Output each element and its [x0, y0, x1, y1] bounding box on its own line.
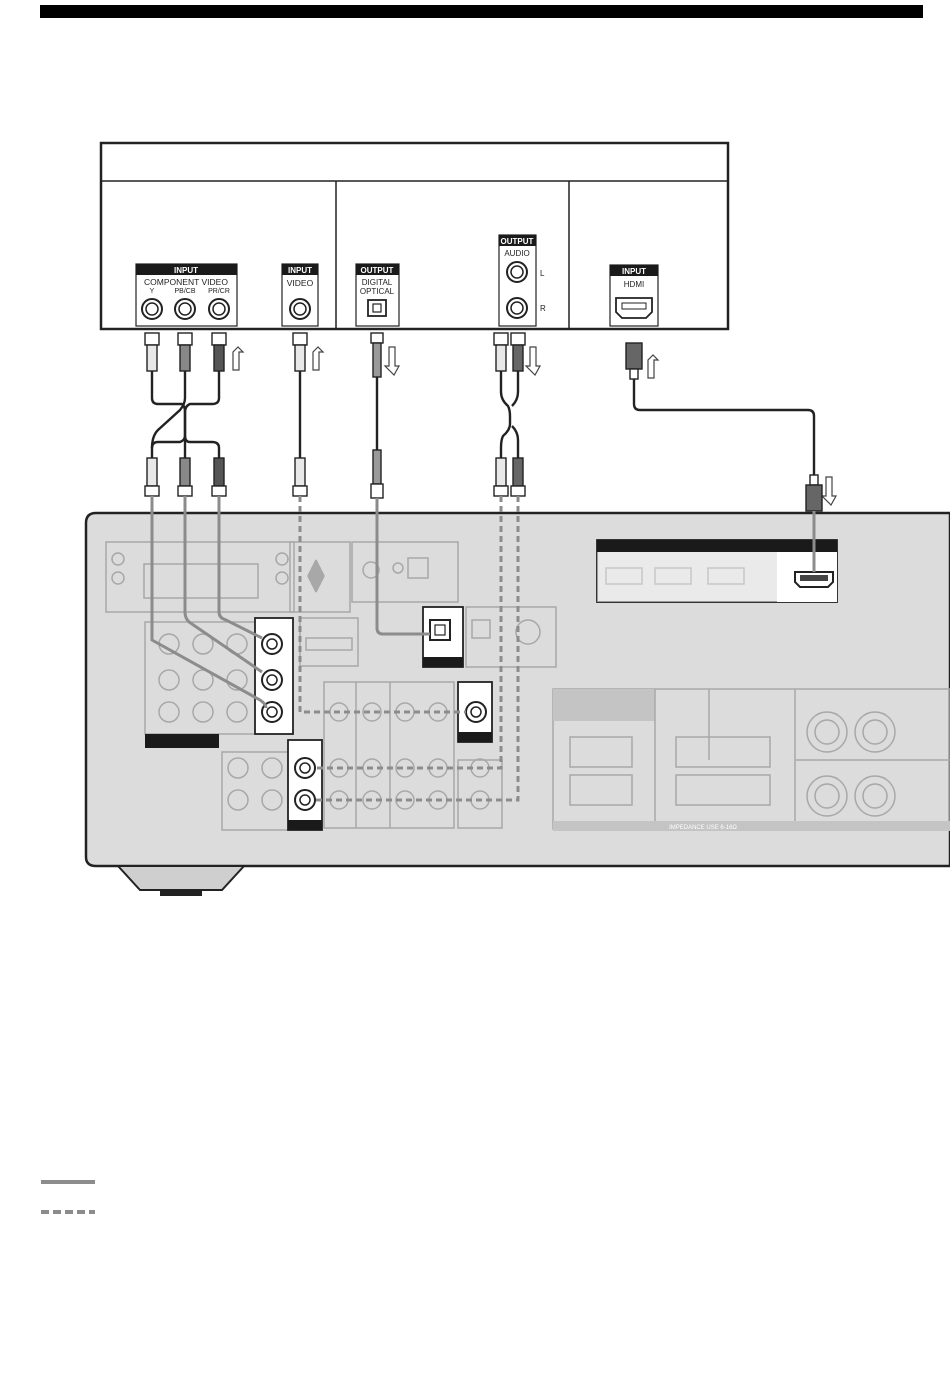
optical-plug-bottom [371, 450, 383, 498]
digital-optical-output: OUTPUT DIGITAL OPTICAL [356, 264, 399, 326]
component-input-tag: INPUT [174, 266, 198, 275]
device-panels: INPUT COMPONENT VIDEO Y PB/CB PR/CR INPU… [101, 143, 728, 329]
rca-jack-audio-l[interactable] [507, 262, 527, 282]
receiver-video-input [458, 682, 492, 742]
receiver-jack-video[interactable] [466, 702, 486, 722]
rca-jack-audio-r[interactable] [507, 298, 527, 318]
hdmi-cable [634, 379, 814, 475]
speaker-impedance-note: IMPEDANCE USE 6-16Ω [669, 825, 737, 831]
rca-jack-pb[interactable] [175, 299, 195, 319]
receiver-optical-jack[interactable] [430, 620, 450, 640]
hdmi-input-tag: INPUT [622, 267, 646, 276]
receiver-jack-audio-l[interactable] [295, 758, 315, 778]
component-pr-label: PR/CR [208, 288, 230, 295]
arrow-down-icon [526, 347, 540, 375]
optical-label-digital: DIGITAL [362, 278, 393, 287]
rca-jack-video[interactable] [290, 299, 310, 319]
component-y-label: Y [150, 288, 155, 295]
rca-jack-y[interactable] [142, 299, 162, 319]
video-input-tag: INPUT [288, 266, 312, 275]
receiver-optical-input [423, 607, 463, 667]
component-label: COMPONENT VIDEO [144, 277, 228, 287]
rca-plug-group-component-lower [145, 458, 226, 496]
video-input: INPUT VIDEO [282, 264, 318, 326]
audio-l-label: L [540, 269, 545, 278]
rca-jack-pr[interactable] [209, 299, 229, 319]
video-label: VIDEO [287, 278, 314, 288]
optical-plug-top [371, 333, 383, 377]
rca-plug-video [293, 333, 307, 371]
arrow-up-icon [648, 355, 658, 378]
receiver-jack-component-y[interactable] [262, 634, 282, 654]
arrow-up-icon [313, 347, 323, 370]
audio-r-label: R [540, 304, 546, 313]
receiver-component-input [255, 618, 293, 734]
rca-plug-group-audio-lower [494, 458, 525, 496]
arrow-down-icon [385, 347, 399, 375]
component-cable [152, 371, 219, 458]
optical-label-optical: OPTICAL [360, 287, 395, 296]
optical-jack[interactable] [368, 300, 386, 316]
receiver-jack-component-pb[interactable] [262, 670, 282, 690]
rca-plug-group-audio [494, 333, 525, 371]
signal-direction-arrows [233, 347, 836, 505]
hdmi-input: INPUT HDMI [610, 265, 658, 326]
hdmi-label: HDMI [624, 280, 644, 289]
receiver-jack-audio-r[interactable] [295, 790, 315, 810]
arrow-down-icon [822, 477, 836, 505]
hdmi-port[interactable] [616, 298, 652, 318]
audio-label: AUDIO [504, 249, 529, 258]
optical-output-tag: OUTPUT [361, 266, 394, 275]
rca-plug-group-component [145, 333, 226, 371]
receiver-hdmi-section [597, 540, 837, 602]
receiver-foot [118, 866, 244, 890]
component-pb-label: PB/CB [174, 288, 195, 295]
receiver-audio-input [288, 740, 322, 830]
legend [41, 1182, 95, 1212]
hdmi-plug-bottom [806, 475, 822, 511]
rca-plug-video-lower [293, 458, 307, 496]
arrow-up-icon [233, 347, 243, 370]
audio-cable [501, 371, 518, 458]
hdmi-plug-top [626, 343, 642, 379]
component-video-input: INPUT COMPONENT VIDEO Y PB/CB PR/CR [136, 264, 237, 326]
receiver-rear-panel: IMPEDANCE USE 6-16Ω [86, 496, 950, 896]
cables-upper [145, 333, 836, 511]
audio-output-tag: OUTPUT [501, 237, 534, 246]
